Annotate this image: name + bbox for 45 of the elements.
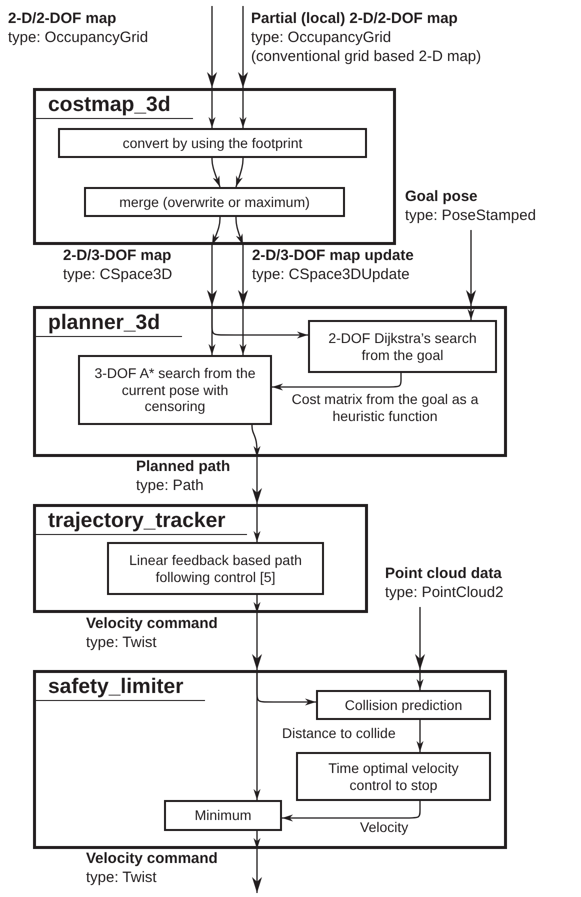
arrow [254, 504, 260, 542]
module-title: safety_limiter [36, 675, 206, 701]
module-title: costmap_3d [36, 93, 193, 119]
arrow [254, 831, 260, 849]
process-box: Linear feedback based path following control [5] [107, 542, 324, 595]
module-box [33, 88, 396, 245]
module-box [33, 504, 368, 613]
arrow [466, 230, 476, 306]
process-box: merge (overwrite or maximum) [84, 187, 345, 217]
arrow [211, 306, 308, 338]
arrow [254, 670, 260, 800]
arrow [252, 849, 262, 893]
process-box: Time optimal velocity control to stop [296, 752, 491, 801]
arrow [251, 425, 260, 457]
edge-label: Partial (local) 2-D/2-DOF map type: OccupancyGrid (conventional grid based 2-D map) [251, 10, 482, 66]
arrow [207, 245, 217, 306]
data-heading: Point cloud data [385, 565, 503, 584]
arrow [238, 245, 248, 306]
process-box: 2-DOF Dijkstra’s search from the goal [308, 320, 497, 373]
arrow [415, 607, 425, 670]
data-type-text: type: PoseStamped [405, 206, 537, 226]
arrow [235, 158, 244, 188]
arrow [254, 595, 260, 613]
arrow [416, 670, 424, 690]
arrow [416, 720, 424, 752]
module-title: planner_3d [36, 311, 182, 337]
process-box: 3-DOF A* search from the current pose with censoring [78, 355, 272, 425]
process-box: convert by using the footprint [58, 128, 367, 158]
data-heading: Goal pose [405, 188, 479, 207]
module-title: trajectory_tracker [36, 509, 248, 535]
process-box: Collision prediction [316, 690, 491, 720]
module-box [33, 306, 507, 457]
arrow [468, 306, 474, 320]
arrow [238, 6, 248, 88]
arrow [252, 613, 262, 670]
arrow [208, 88, 216, 128]
arrow [211, 158, 221, 188]
process-box: Minimum [164, 800, 282, 831]
arrow [252, 457, 262, 504]
arrow [240, 88, 246, 128]
arrow [207, 6, 217, 88]
module-box [33, 670, 507, 849]
arrow [240, 306, 246, 355]
arrow [282, 801, 421, 822]
data-type-text: type: PointCloud2 [385, 584, 504, 602]
